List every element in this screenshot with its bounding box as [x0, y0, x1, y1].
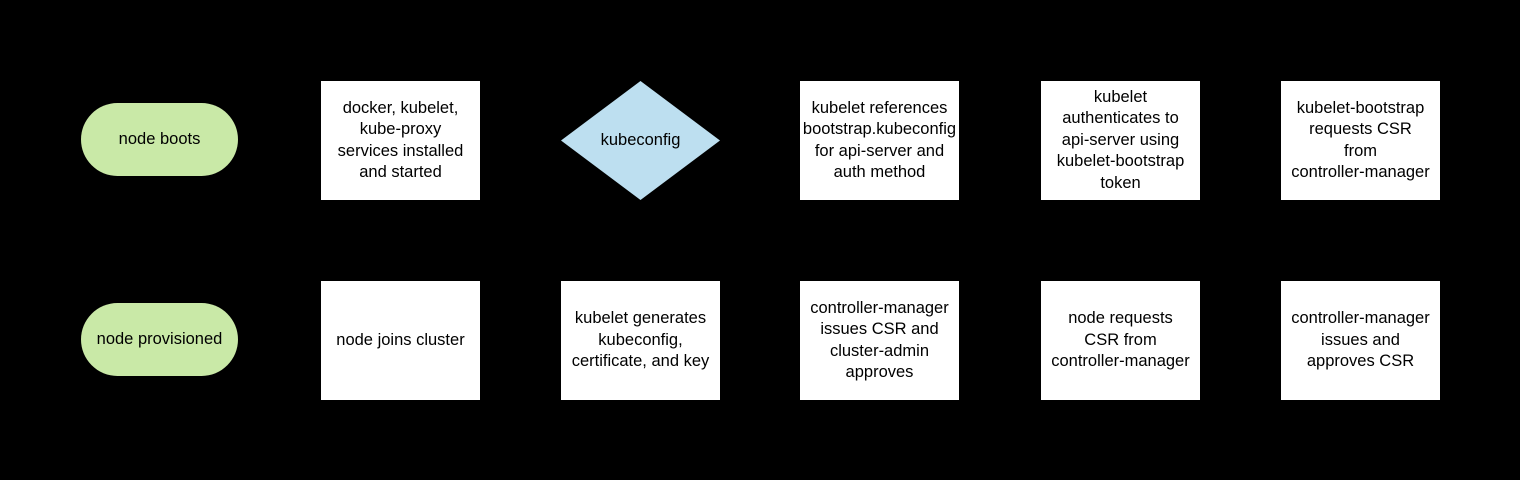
flow-node-kubeconfig-decision[interactable]: kubeconfig: [561, 81, 720, 200]
flow-node-label-node-joins-cluster: node joins cluster: [336, 330, 465, 349]
flow-node-label-node-provisioned: node provisioned: [96, 329, 223, 348]
flow-node-node-boots[interactable]: node boots: [81, 103, 238, 176]
flow-node-label-kubeconfig-decision: kubeconfig: [600, 130, 681, 149]
flow-node-label-node-boots: node boots: [118, 129, 201, 148]
flow-node-node-provisioned[interactable]: node provisioned: [81, 303, 238, 376]
flow-node-node-joins-cluster[interactable]: node joins cluster: [321, 281, 480, 400]
